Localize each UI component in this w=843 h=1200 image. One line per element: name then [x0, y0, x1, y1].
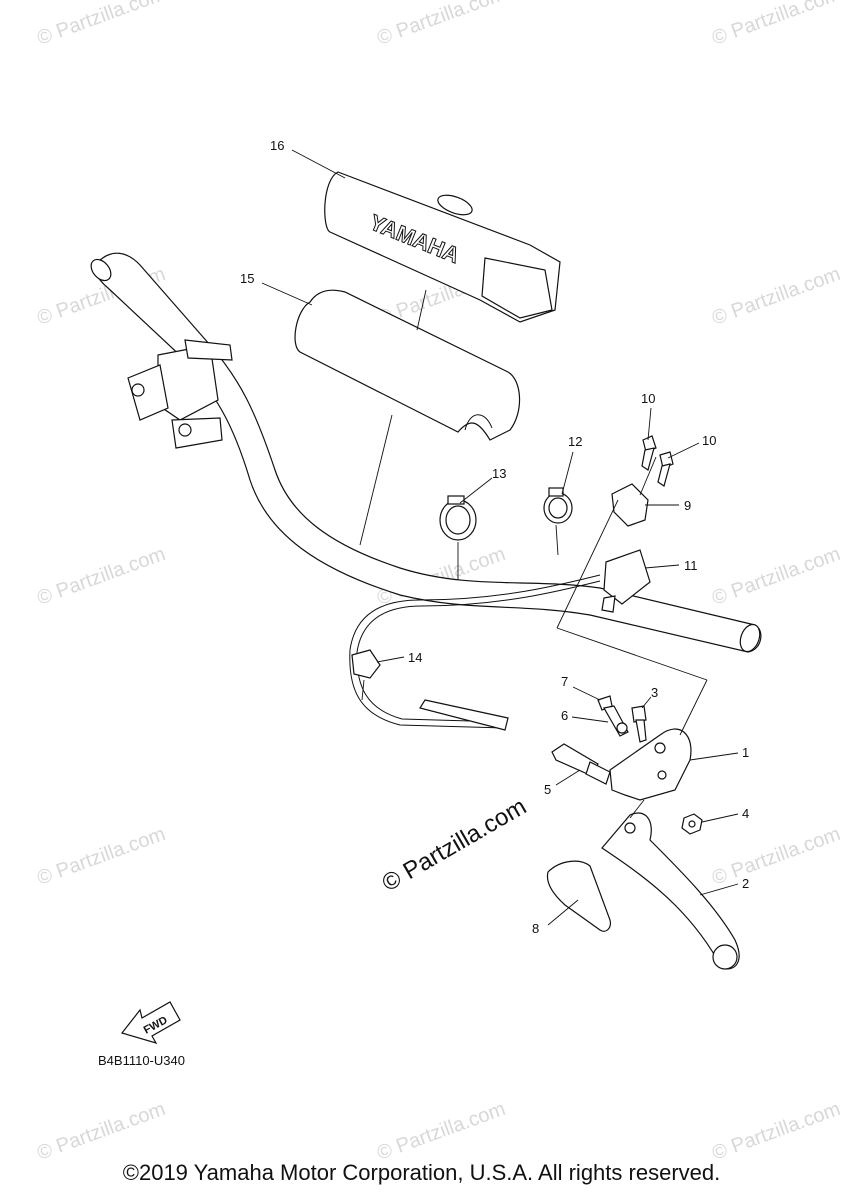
watermark: © Partzilla.com: [709, 1098, 843, 1165]
bolts-10: [641, 435, 674, 487]
watermark: © Partzilla.com: [709, 543, 843, 610]
callout-3: 3: [651, 685, 658, 700]
handlebar: [90, 252, 762, 653]
fwd-arrow-icon: FWD: [120, 1001, 181, 1044]
screws: [597, 695, 647, 743]
watermark: © Partzilla.com: [34, 1098, 168, 1165]
assembly-lines: [359, 289, 708, 819]
callout-12: 12: [568, 434, 582, 449]
lever-holder: [609, 728, 692, 801]
adjuster-bolt: [551, 743, 611, 785]
callouts: 16 15 13 12 10 10 9 11 14 7 3 6 1 5 4 2 …: [240, 138, 749, 936]
callout-8: 8: [532, 921, 539, 936]
callout-10b: 10: [702, 433, 716, 448]
callout-10a: 10: [641, 391, 655, 406]
watermark: © Partzilla.com: [709, 0, 843, 50]
cable-band-13: [439, 495, 477, 541]
lever-cover: [546, 860, 611, 932]
clutch-cable: [349, 574, 601, 731]
cable-guide-14: [351, 649, 381, 679]
callout-6: 6: [561, 708, 568, 723]
callout-16: 16: [270, 138, 284, 153]
diagram-code: B4B1110-U340: [98, 1053, 185, 1068]
callout-15: 15: [240, 271, 254, 286]
watermark: © Partzilla.com: [709, 823, 843, 890]
watermark: © Partzilla.com: [709, 263, 843, 330]
cable-band-12: [543, 487, 573, 524]
callout-7: 7: [561, 674, 568, 689]
copyright-notice: ©2019 Yamaha Motor Corporation, U.S.A. A…: [122, 1160, 721, 1185]
callout-1: 1: [742, 745, 749, 760]
callout-5: 5: [544, 782, 551, 797]
watermark: © Partzilla.com: [374, 0, 508, 50]
clutch-lever: [601, 812, 740, 970]
watermark: © Partzilla.com: [34, 823, 168, 890]
callout-leaders: [261, 149, 739, 926]
handlebar-pad: [294, 289, 521, 441]
callout-11: 11: [684, 558, 698, 573]
callout-2: 2: [742, 876, 749, 891]
callout-4: 4: [742, 806, 749, 821]
callout-14: 14: [408, 650, 422, 665]
watermark: © Partzilla.com: [34, 0, 168, 50]
holder-9: [611, 483, 649, 527]
handlebar-pad-cover: YAMAHA: [324, 171, 561, 323]
watermark: © Partzilla.com: [34, 543, 168, 610]
callout-13: 13: [492, 466, 506, 481]
watermark: © Partzilla.com: [374, 1098, 508, 1165]
callout-9: 9: [684, 498, 691, 513]
nut: [681, 813, 703, 835]
left-control-housing: [127, 339, 233, 449]
center-watermark: © Partzilla.com: [378, 793, 532, 897]
holder-11: [601, 549, 651, 613]
